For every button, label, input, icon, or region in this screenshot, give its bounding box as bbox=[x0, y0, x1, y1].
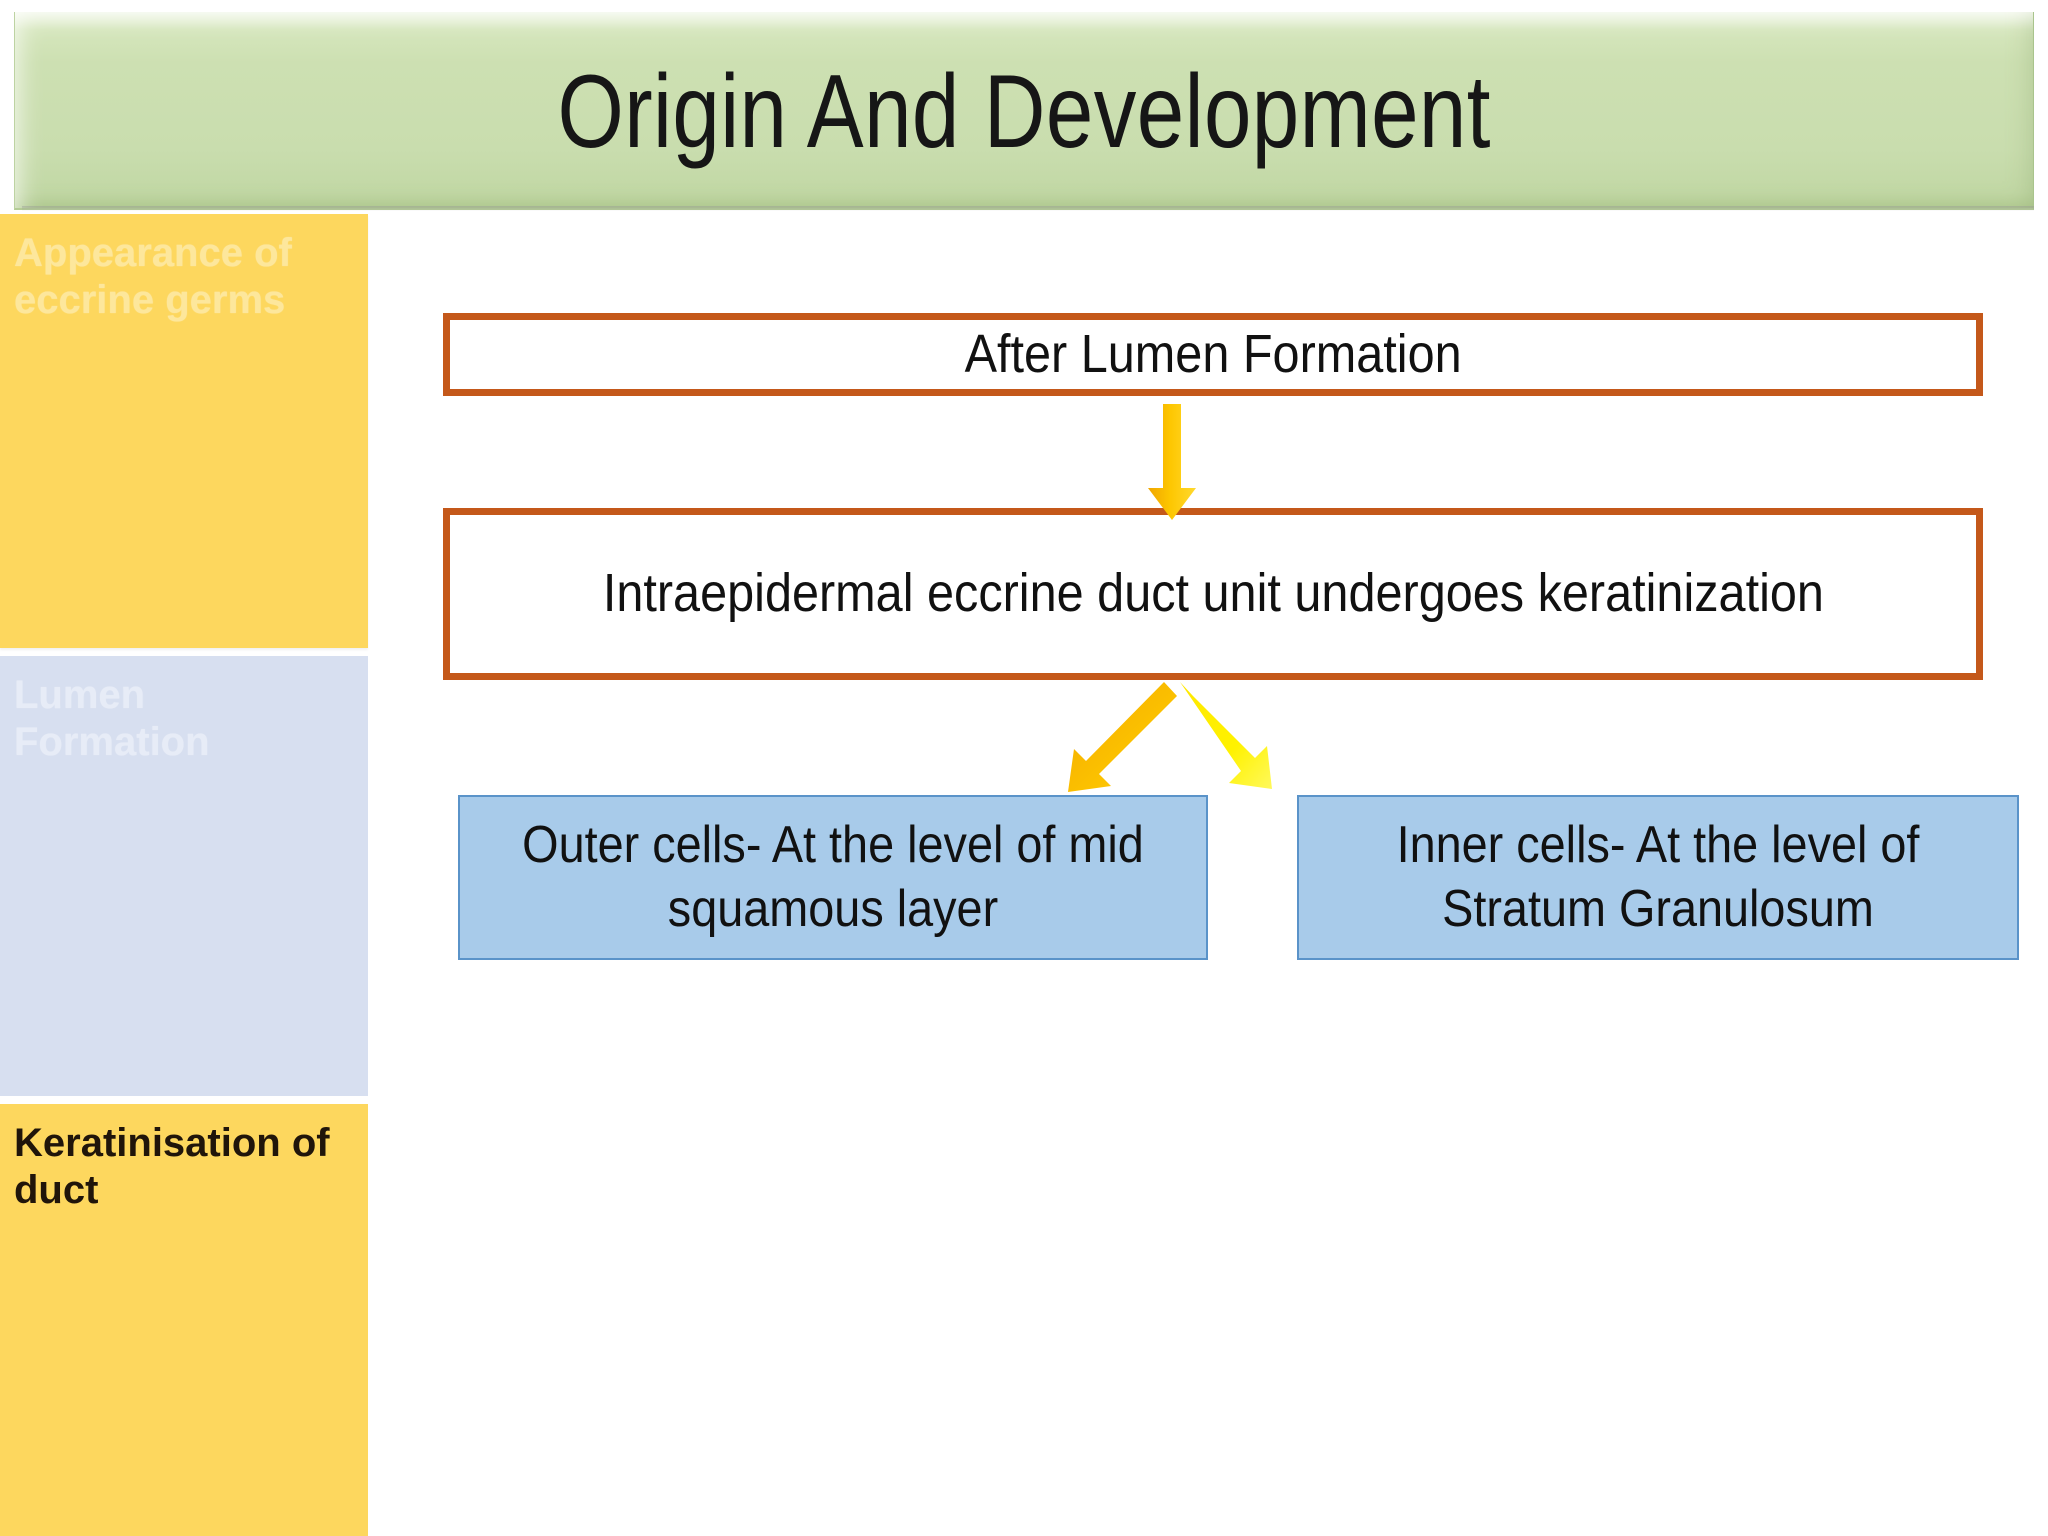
page-title: Origin And Development bbox=[557, 54, 1491, 170]
flow-box-outer-cells: Outer cells- At the level of mid squamou… bbox=[458, 795, 1208, 960]
sidebar-item-lumen-formation[interactable]: Lumen Formation bbox=[0, 656, 368, 1096]
flow-box-label: Outer cells- At the level of mid squamou… bbox=[522, 816, 1144, 938]
sidebar-item-label: Keratinisation of duct bbox=[14, 1121, 330, 1213]
sidebar-item-label: Lumen Formation bbox=[14, 673, 210, 765]
flow-box-label: Intraepidermal eccrine duct unit undergo… bbox=[602, 563, 1824, 624]
flow-box-label: After Lumen Formation bbox=[964, 323, 1462, 384]
title-banner-shadow bbox=[22, 206, 2034, 211]
arrow-branch-left-icon bbox=[1068, 682, 1177, 792]
flow-box-after-lumen-formation: After Lumen Formation bbox=[443, 313, 1983, 396]
slide-title-banner: Origin And Development bbox=[14, 12, 2034, 210]
sidebar-item-appearance-of-eccrine-germs[interactable]: Appearance of eccrine germs bbox=[0, 214, 368, 648]
sidebar-item-keratinisation-of-duct[interactable]: Keratinisation of duct bbox=[0, 1104, 368, 1536]
arrow-down-main-icon bbox=[1148, 404, 1196, 520]
flow-box-inner-cells: Inner cells- At the level of Stratum Gra… bbox=[1297, 795, 2019, 960]
sidebar-item-label: Appearance of eccrine germs bbox=[14, 231, 292, 323]
arrow-branch-right-icon bbox=[1180, 682, 1272, 789]
flow-box-keratinization: Intraepidermal eccrine duct unit undergo… bbox=[443, 508, 1983, 680]
flow-box-label: Inner cells- At the level of Stratum Gra… bbox=[1396, 816, 1920, 938]
